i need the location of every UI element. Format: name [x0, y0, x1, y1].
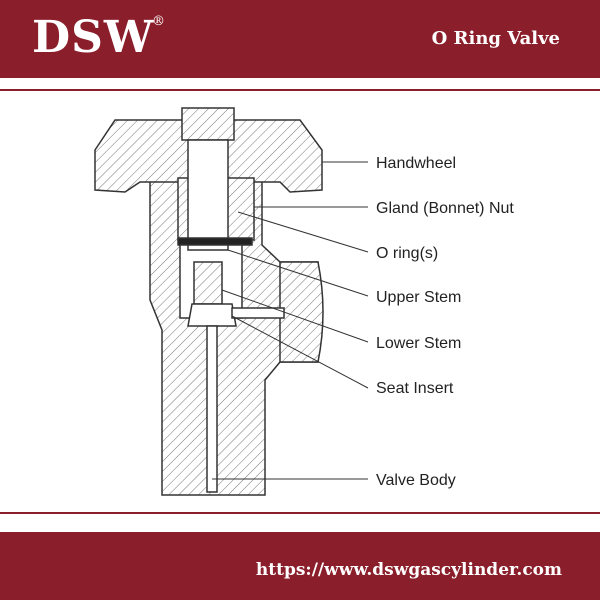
page-title: O Ring Valve — [431, 28, 560, 49]
outlet-bore — [231, 307, 285, 319]
footer-rule — [0, 512, 600, 514]
brand-logo: DSW — [32, 12, 155, 63]
outlet-port — [279, 261, 324, 363]
leader-o-ring — [237, 211, 369, 253]
lower-stem — [193, 261, 223, 305]
label-seat-insert: Seat Insert — [376, 380, 454, 397]
header-rule — [0, 89, 600, 91]
footer-band — [0, 532, 600, 600]
label-handwheel: Handwheel — [376, 155, 456, 172]
leader-upper-stem — [227, 249, 369, 297]
label-lower-stem: Lower Stem — [376, 335, 461, 352]
registered-mark: ® — [152, 14, 165, 29]
label-upper-stem: Upper Stem — [376, 289, 461, 306]
o-ring — [177, 237, 253, 246]
label-gland-nut: Gland (Bonnet) Nut — [376, 200, 514, 217]
website-link[interactable]: https://www.dswgascylinder.com — [255, 560, 562, 580]
top-nut — [181, 107, 235, 141]
header-band — [0, 0, 600, 78]
leader-lines — [212, 161, 369, 480]
label-valve-body: Valve Body — [376, 472, 456, 489]
upper-stem — [187, 139, 229, 251]
leader-lower-stem — [221, 289, 369, 343]
gas-bore — [206, 325, 218, 493]
seat-insert — [187, 303, 237, 327]
leader-seat-insert — [231, 315, 369, 389]
label-o-rings: O ring(s) — [376, 245, 438, 262]
